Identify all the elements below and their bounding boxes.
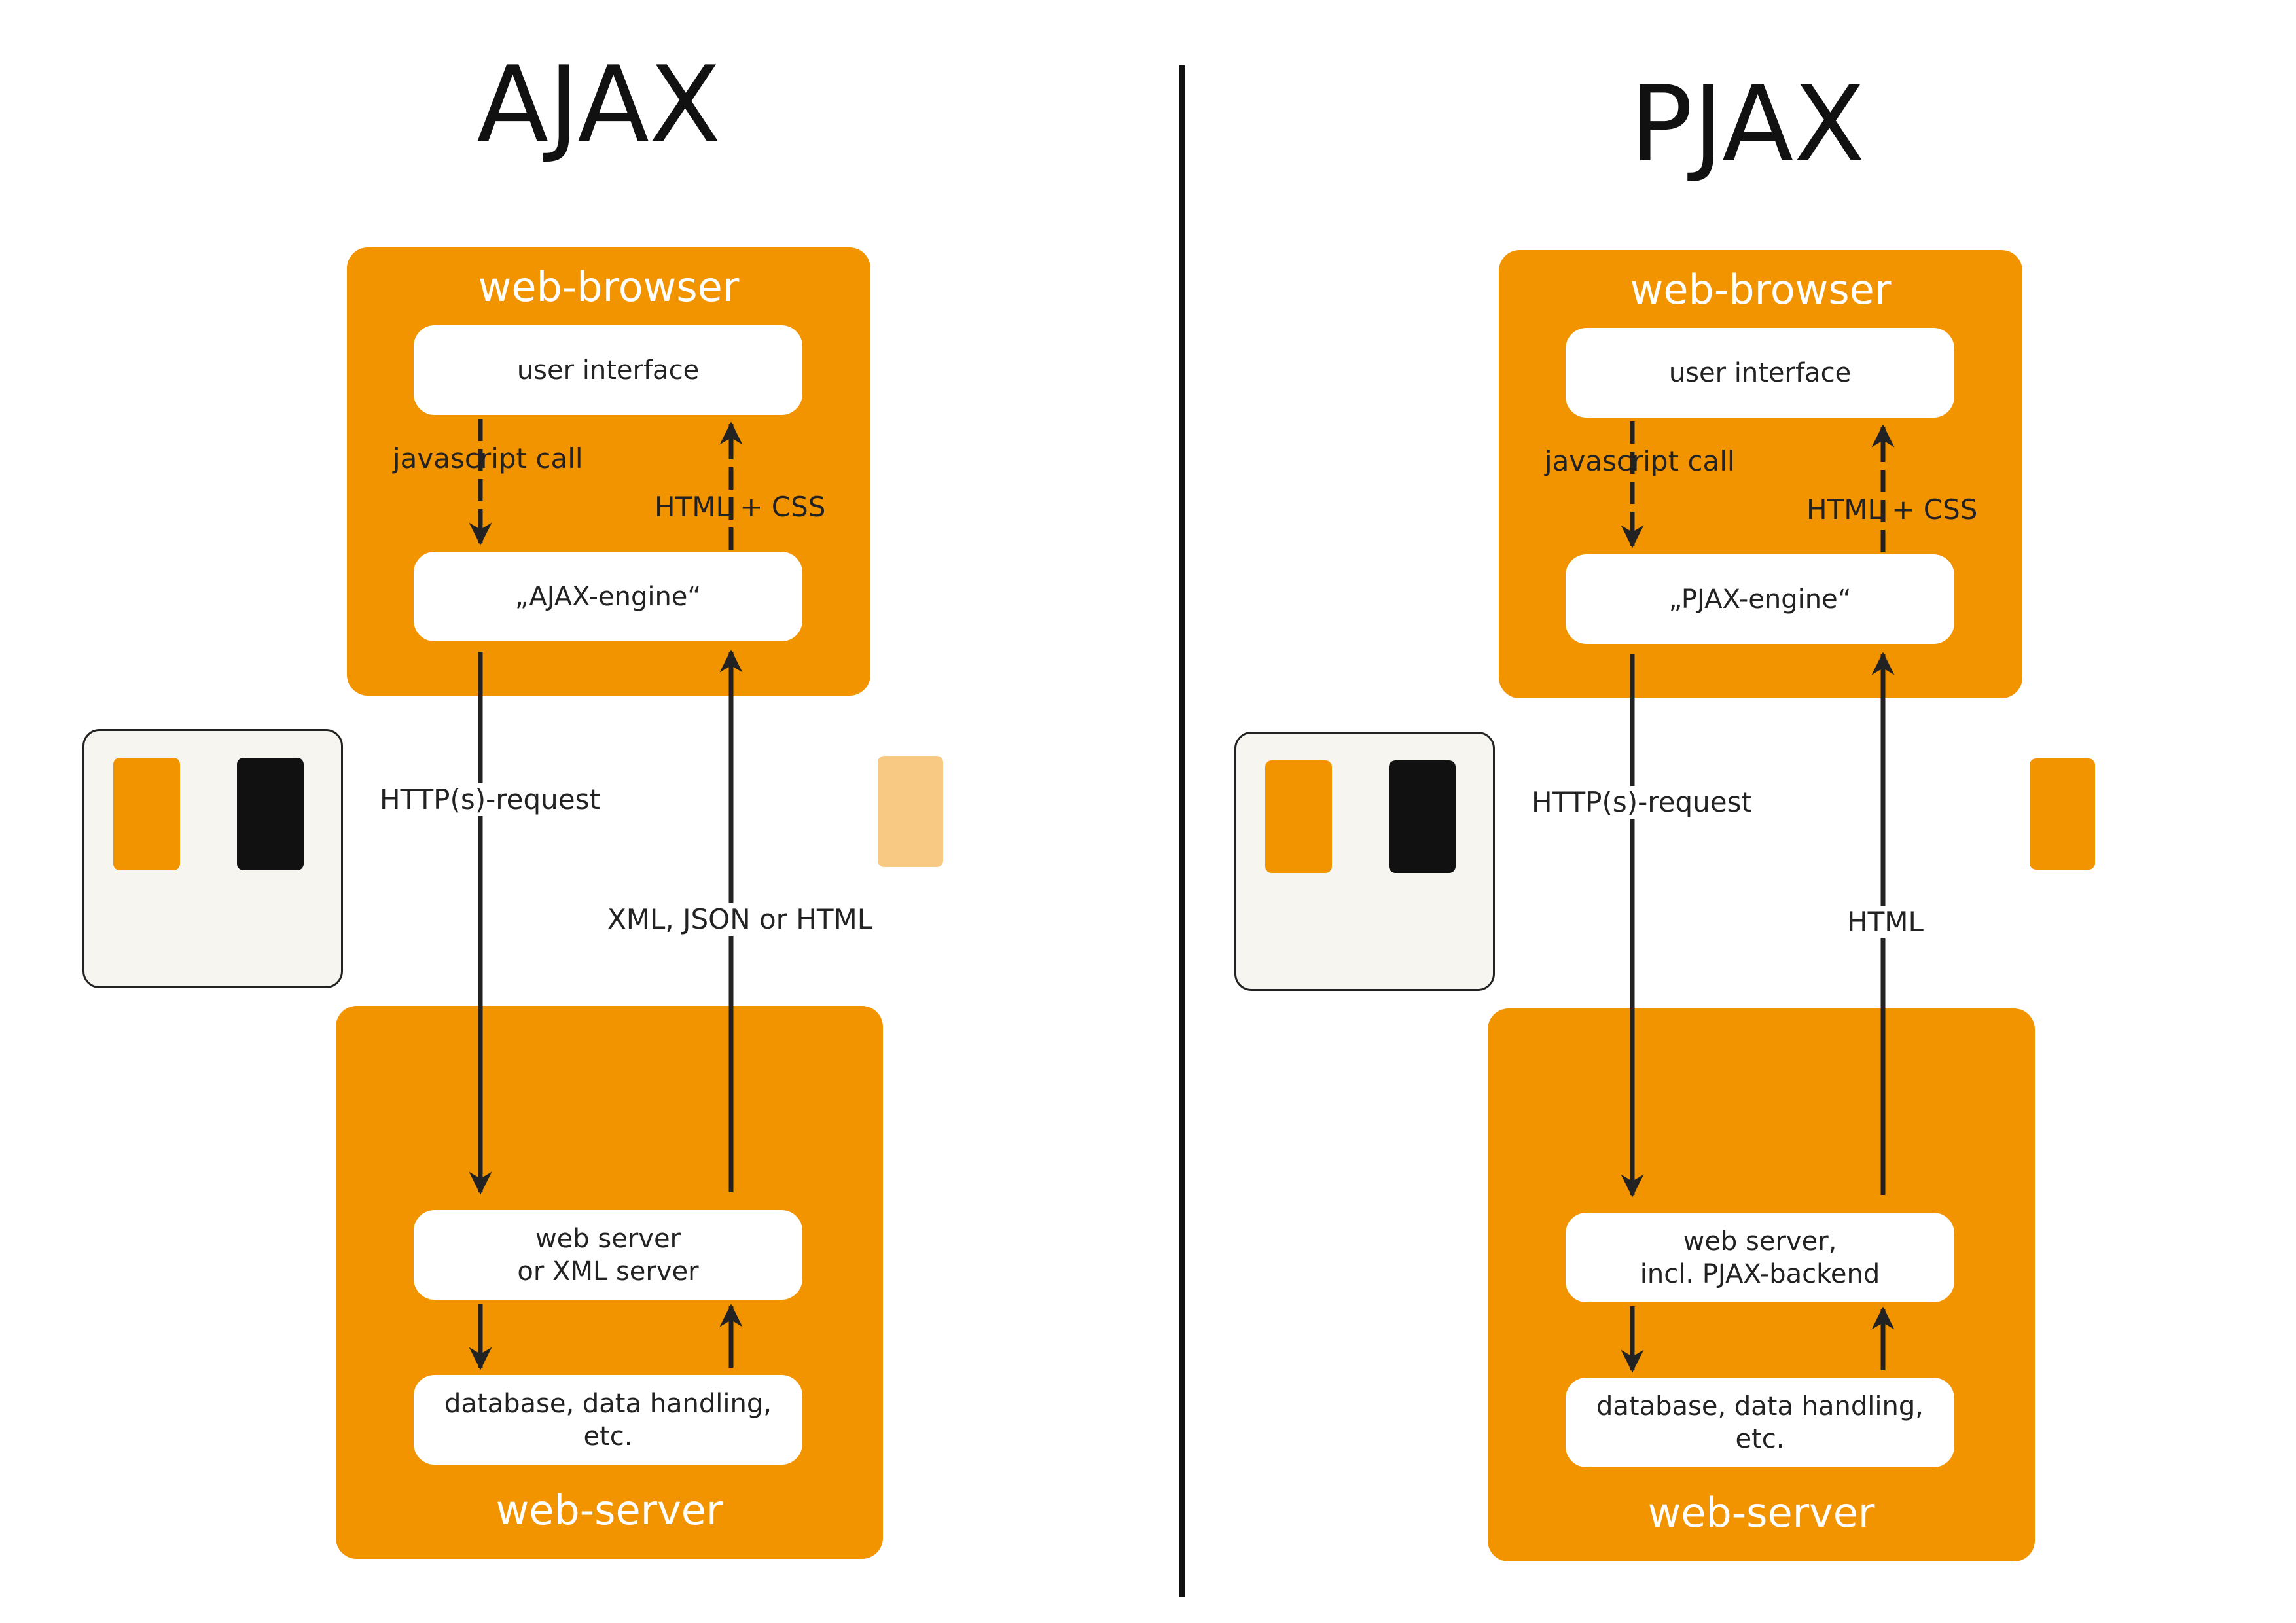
pjax-orange-swatch [2030,758,2095,870]
ajax-html-css-label: HTML + CSS [655,491,826,523]
divider-line [1179,65,1185,1597]
ajax-server-title: web-server [495,1486,723,1534]
ajax-http-request-label: HTTP(s)-request [378,783,601,816]
pjax-user-interface-box: user interface [1566,328,1954,418]
pjax-legend [1234,732,1495,991]
ajax-database-box: database, data handling, etc. [414,1375,802,1465]
legend-black-swatch [237,758,304,870]
ajax-light-orange-swatch [878,756,943,867]
ajax-response-label: XML, JSON or HTML [606,903,874,936]
ajax-engine-box: „AJAX-engine“ [414,552,802,641]
pjax-server-title: web-server [1647,1489,1875,1537]
legend-orange-swatch [113,758,180,870]
pjax-javascript-call-label: javascript call [1545,445,1735,477]
pjax-browser-title: web-browser [1630,266,1892,313]
ajax-user-interface-box: user interface [414,325,802,415]
pjax-html-css-label: HTML + CSS [1806,493,1978,526]
legend-black-swatch [1389,760,1456,873]
pjax-web-server-box: web server, incl. PJAX-backend [1566,1213,1954,1302]
ajax-legend [82,729,343,988]
pjax-engine-box: „PJAX-engine“ [1566,554,1954,644]
ajax-web-server-box: web server or XML server [414,1210,802,1300]
ajax-title: AJAX [476,43,721,166]
legend-orange-swatch [1265,760,1332,873]
ajax-javascript-call-label: javascript call [393,442,583,474]
pjax-database-box: database, data handling, etc. [1566,1378,1954,1467]
ajax-browser-title: web-browser [478,263,740,311]
pjax-title: PJAX [1630,63,1865,185]
pjax-response-label: HTML [1846,906,1925,938]
pjax-http-request-label: HTTP(s)-request [1530,786,1753,819]
